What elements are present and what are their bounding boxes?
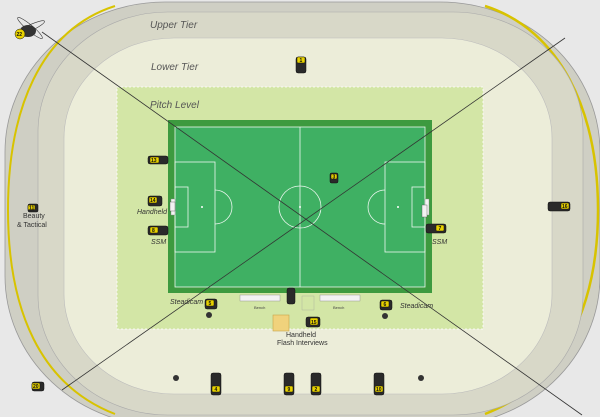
steadicam-left-label: Steadicam [170,299,203,306]
camera-6-number: 6 [384,302,387,308]
camera-14-handheld: 14 [147,195,176,212]
fourth-official-box [301,295,315,311]
camera-2: 2 [310,372,322,396]
camera-10: 10 [373,372,385,396]
upper-tier-label: Upper Tier [150,20,198,31]
camera-14-number: 14 [150,198,156,204]
camera-20: 20 [31,381,45,392]
camera-small-right [418,375,424,381]
camera-4: 4 [210,372,222,396]
handheld-label: Handheld [137,209,168,216]
penalty-spot-right [397,206,399,208]
camera-8-ssm: 8 [147,225,169,236]
center-spot [299,206,301,208]
flash-label-line2: Flash Interviews [277,340,328,347]
camera-13: 13 [147,155,169,165]
camera-5-steadicam: 5 [204,298,218,318]
camera-20-number: 20 [33,384,39,390]
camera-22-number: 22 [17,32,23,38]
lower-tier-label: Lower Tier [151,62,199,73]
ssm-left-label: SSM [151,239,166,246]
bench-right-label: Bench [333,305,344,310]
beauty-label-line2: & Tactical [17,222,47,229]
camera-7-number: 7 [439,226,442,232]
camera-11-beauty: 11 [27,203,39,213]
camera-11-number: 11 [29,206,35,212]
camera-16-number: 16 [562,204,568,210]
bench-left [239,294,281,302]
flash-interview-area [272,314,290,332]
camera-sight-lines [41,31,583,416]
camera-3-number: 3 [333,175,336,181]
camera-3: 3 [329,172,339,184]
camera-2-number: 2 [315,387,318,393]
camera-small-left [173,375,179,381]
camera-4-number: 4 [215,387,218,393]
camera-15-number: 15 [311,320,317,326]
camera-15-tunnel [286,287,296,305]
camera-flash-interview: 15 [305,316,321,328]
camera-5-number: 5 [209,301,212,307]
camera-1-number: 1 [300,58,303,64]
camera-7-ssm: 7 [421,204,447,234]
camera-10-number: 10 [376,387,382,393]
outer-yellow-edge-left [6,5,116,415]
camera-9-number: 9 [288,387,291,393]
bench-left-label: Bench [254,305,265,310]
penalty-spot-left [201,206,203,208]
bench-right [319,294,361,302]
camera-16: 16 [547,201,571,212]
camera-13-number: 13 [151,158,157,164]
beauty-label-line1: Beauty [23,213,45,220]
camera-6-steadicam: 6 [379,299,393,319]
camera-9: 9 [283,372,295,396]
camera-8-number: 8 [152,228,155,234]
camera-22-helicopter: 22 [14,17,45,40]
steadicam-right-label: Steadicam [400,303,433,310]
flash-label-line1: Handheld [286,332,316,339]
camera-1: 1 [295,56,307,74]
ssm-right-label: SSM [432,239,447,246]
pitch-level-label: Pitch Level [150,100,200,111]
